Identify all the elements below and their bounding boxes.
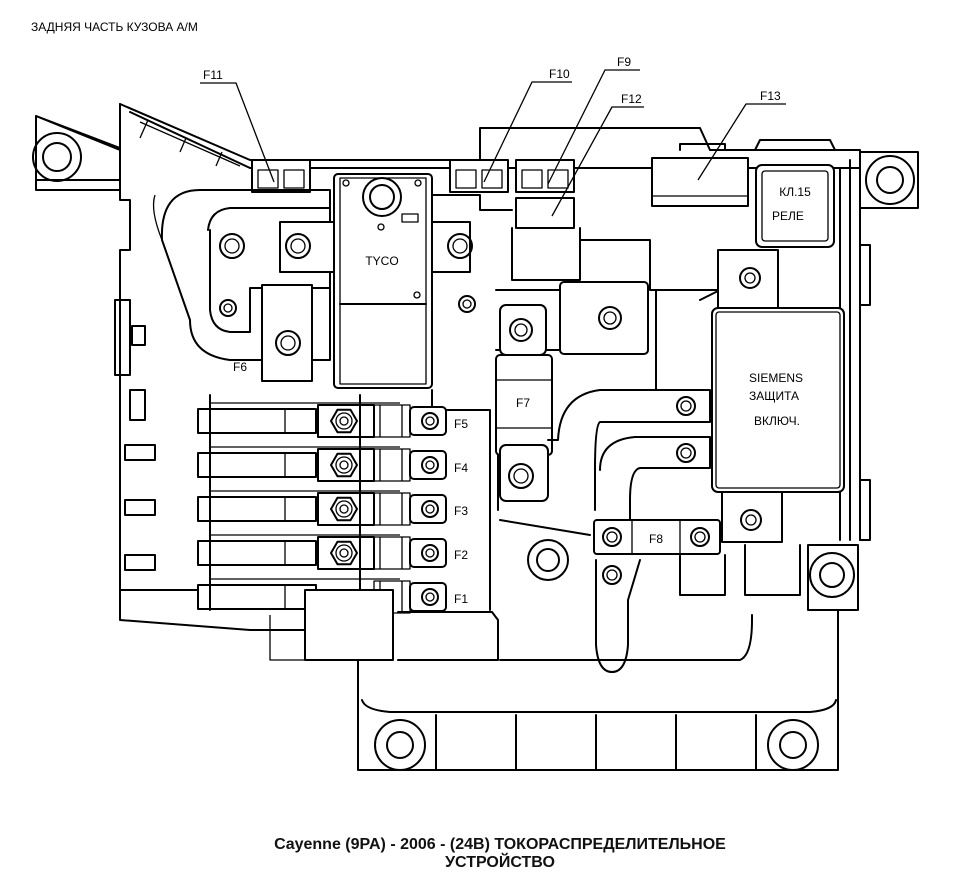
- f4-terminal-tab: [409, 450, 447, 480]
- f5-fuse-body-lines: [379, 405, 403, 437]
- f2-terminal-bolt: [421, 544, 439, 562]
- f5-hex-nut: [330, 408, 358, 434]
- orientation-label: ЗАДНЯЯ ЧАСТЬ КУЗОВА А/М: [31, 20, 198, 34]
- f9-label: F9: [617, 55, 631, 69]
- bottom-connector: [269, 589, 499, 661]
- left-mounting-bracket: [32, 115, 121, 191]
- f4-fuse-blade: [197, 452, 317, 478]
- f2-terminal-bolt-center: [425, 548, 435, 558]
- central-region: [431, 194, 721, 611]
- f5-terminal-bolt: [421, 412, 439, 430]
- f2-fuse-blade: [197, 540, 317, 566]
- tyco-relay-label: TYCO: [365, 254, 398, 268]
- f4-label: F4: [454, 461, 468, 475]
- f3-terminal-bolt: [421, 500, 439, 518]
- diagram-caption: Cayenne (9PA) - 2006 - (24В) ТОКОРАСПРЕД…: [200, 836, 800, 872]
- right-bottom-mounting-bracket: [807, 544, 859, 611]
- f2-nut-bolt: [339, 548, 349, 558]
- f7-label: F7: [516, 396, 530, 410]
- f3-fuse-body-lines: [379, 493, 403, 525]
- f4-hex-nut: [330, 452, 358, 478]
- f5-nut-ring: [335, 412, 353, 430]
- f3-label: F3: [454, 504, 468, 518]
- f4-fuse-body-lines: [379, 449, 403, 481]
- f2-fuse-body-lines: [379, 537, 403, 569]
- f1-terminal-bolt: [421, 588, 439, 606]
- top-fuse-holders: [251, 143, 749, 281]
- f1-terminal-tab: [409, 582, 447, 612]
- f1-fuse-blade: [197, 584, 317, 610]
- f2-nut-ring: [335, 544, 353, 562]
- f13-label: F13: [760, 89, 781, 103]
- f1-terminal-bolt-center: [425, 592, 435, 602]
- busbars: [547, 289, 721, 541]
- f3-terminal-bolt-center: [425, 504, 435, 514]
- siemens-label-line2: ЗАЩИТА: [749, 389, 799, 403]
- f5-terminal-tab: [409, 406, 447, 436]
- leader-lines: [200, 69, 786, 217]
- fuse-bank: [197, 394, 447, 614]
- f2-terminal-tab: [409, 538, 447, 568]
- bottom-extension: [357, 609, 839, 771]
- siemens-switch: SIEMENS ЗАЩИТА ВКЛЮЧ.: [711, 249, 845, 543]
- terminal15-relay-label-line2: РЕЛЕ: [772, 209, 804, 223]
- f2-hex-nut: [330, 540, 358, 566]
- f4-terminal-bolt: [421, 456, 439, 474]
- terminal15-relay-label-line1: КЛ.15: [779, 185, 811, 199]
- f1-label: F1: [454, 592, 468, 606]
- f3-nut-ring: [335, 500, 353, 518]
- f7-fuse: F7: [495, 354, 553, 502]
- terminal15-relay: КЛ.15 РЕЛЕ: [754, 139, 836, 248]
- f10-label: F10: [549, 67, 570, 81]
- f3-terminal-tab: [409, 494, 447, 524]
- f4-nut-ring: [335, 456, 353, 474]
- siemens-label-line1: SIEMENS: [749, 371, 803, 385]
- f3-nut-bolt: [339, 504, 349, 514]
- f5-label: F5: [454, 417, 468, 431]
- f4-terminal-bolt-center: [425, 460, 435, 470]
- f4-nut-bolt: [339, 460, 349, 470]
- caption-line2: УСТРОЙСТВО: [445, 854, 555, 871]
- f3-fuse-blade: [197, 496, 317, 522]
- f5-nut-bolt: [339, 416, 349, 426]
- siemens-label-line3: ВКЛЮЧ.: [754, 414, 800, 428]
- f5-terminal-bolt-center: [425, 416, 435, 426]
- f2-label: F2: [454, 548, 468, 562]
- f3-hex-nut: [330, 496, 358, 522]
- right-top-mounting-bracket: [859, 151, 919, 209]
- tyco-relay: TYCO: [333, 173, 476, 389]
- f5-fuse-blade: [197, 408, 317, 434]
- f11-label: F11: [203, 68, 223, 82]
- f8-fuse: F8: [499, 519, 801, 673]
- caption-line1: Cayenne (9PA) - 2006 - (24В) ТОКОРАСПРЕД…: [274, 836, 726, 853]
- f6-label: F6: [233, 360, 247, 374]
- f12-label: F12: [621, 92, 642, 106]
- fuse-labels: F11 F10 F9 F12 F13 F6 F5 F4 F3 F2 F1: [203, 55, 781, 606]
- f8-label: F8: [649, 532, 663, 546]
